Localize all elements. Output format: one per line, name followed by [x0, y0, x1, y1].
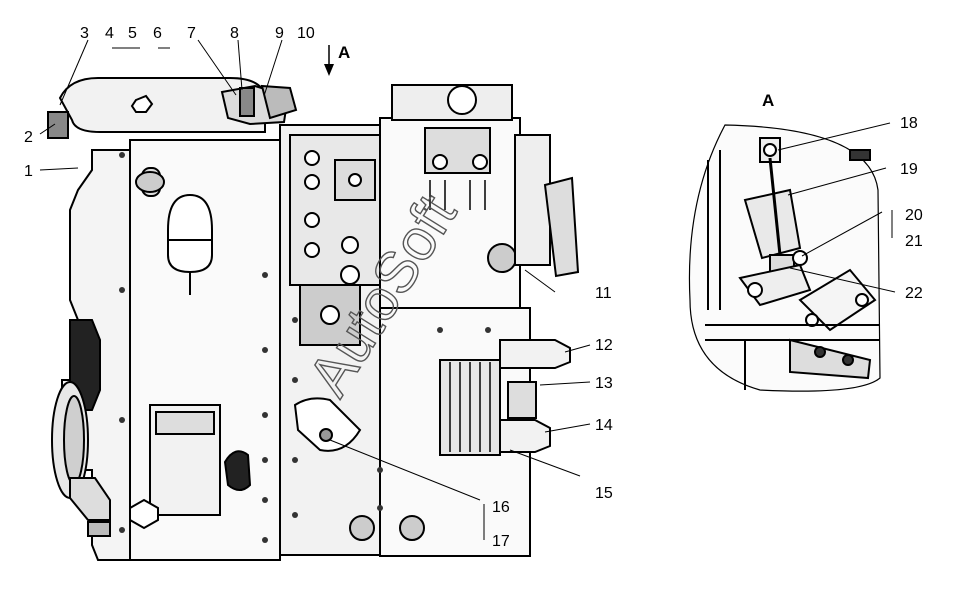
- detail-view-a: [688, 122, 896, 392]
- view-marker-main: A: [338, 43, 350, 62]
- callout-15: 15: [595, 485, 613, 502]
- leader-lines-detail: [777, 122, 896, 293]
- bracket-bolt-2: [472, 154, 488, 170]
- head-cover-cap: [447, 85, 477, 115]
- intake-nut: [130, 94, 154, 113]
- pulley-inner: [63, 395, 85, 485]
- leader-lines-main: [39, 39, 591, 540]
- intake-connector: [260, 84, 298, 120]
- main-assembly: [47, 77, 580, 561]
- lower-plug: [399, 515, 425, 541]
- lower-outlet-pipe: [499, 419, 551, 453]
- mount-boss: [487, 243, 517, 273]
- clamp-left: [47, 111, 69, 139]
- pump-fittings: [304, 150, 376, 285]
- callout-13: 13: [595, 375, 613, 392]
- intake-pipe: [58, 77, 266, 133]
- side-flange: [514, 134, 551, 266]
- pump-bottom-plug: [349, 515, 375, 541]
- governor-pivot: [319, 428, 333, 442]
- callout-6: 6: [153, 25, 162, 42]
- callout-16: 16: [492, 499, 510, 516]
- callout-4: 4: [105, 25, 114, 42]
- callout-1: 1: [24, 163, 33, 180]
- callout-8: 8: [230, 25, 239, 42]
- oil-fill-window: [167, 193, 213, 274]
- water-pump-ribs: [449, 362, 491, 452]
- callout-12: 12: [595, 337, 613, 354]
- clamp-right: [239, 87, 255, 117]
- upper-outlet-pipe: [499, 339, 571, 369]
- callout-3: 3: [80, 25, 89, 42]
- callout-18: 18: [900, 115, 918, 132]
- bracket-bolt-1: [432, 154, 448, 170]
- callout-5: 5: [128, 25, 137, 42]
- callout-11: 11: [595, 285, 612, 302]
- governor-lever: [293, 397, 362, 452]
- view-marker-detail: A: [762, 91, 774, 110]
- callout-2: 2: [24, 129, 33, 146]
- side-plate: [543, 176, 580, 278]
- callout-22: 22: [905, 285, 923, 302]
- callout-10: 10: [297, 25, 315, 42]
- pump-mid-bolt: [320, 305, 340, 325]
- pump-cover: [507, 381, 537, 419]
- callout-21: 21: [905, 233, 923, 250]
- view-arrow-main: [324, 45, 334, 76]
- housing-bolts: [119, 152, 491, 543]
- callout-14: 14: [595, 417, 613, 434]
- lower-elbow: [69, 477, 111, 521]
- callout-17: 17: [492, 533, 510, 550]
- filter-top: [155, 411, 215, 435]
- callout-7: 7: [187, 25, 196, 42]
- lower-bolt-left: [87, 521, 111, 537]
- filter-nut: [129, 498, 159, 530]
- block-pins: [429, 180, 486, 210]
- callout-19: 19: [900, 161, 918, 178]
- callout-20: 20: [905, 207, 923, 224]
- filter-cap: [223, 450, 252, 491]
- callout-9: 9: [275, 25, 284, 42]
- upper-mount: [135, 171, 165, 193]
